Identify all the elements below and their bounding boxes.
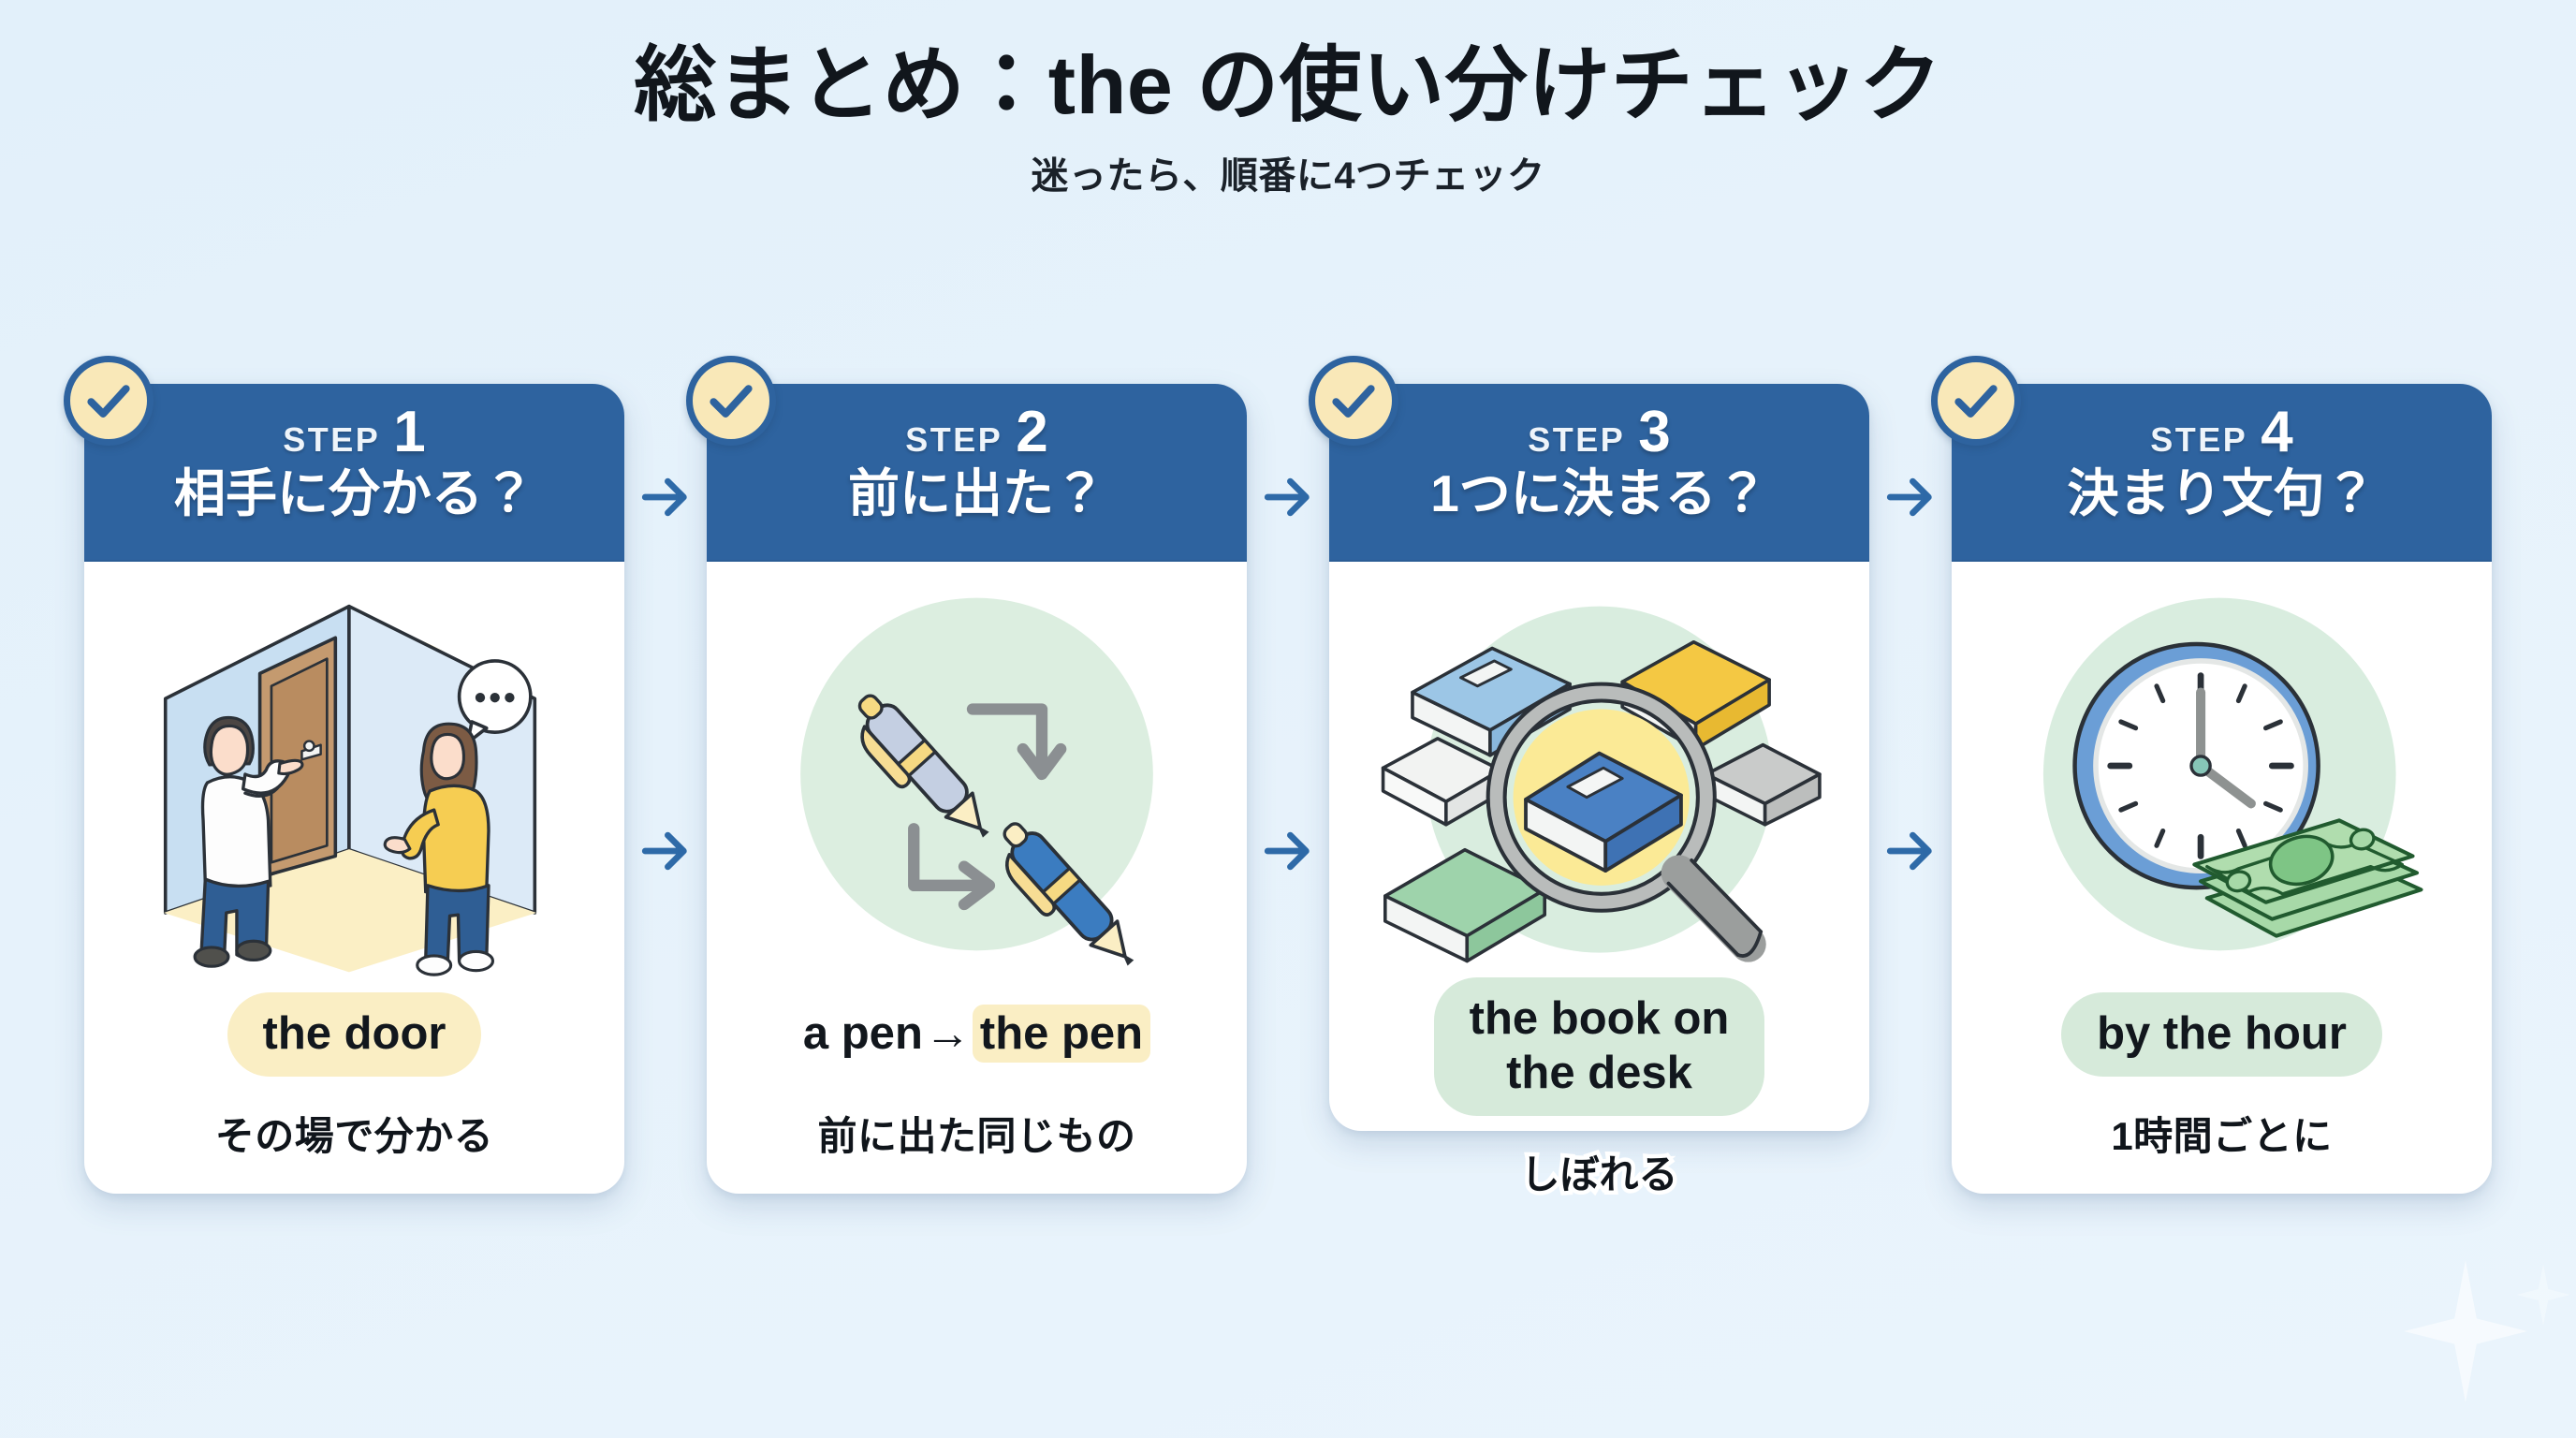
step-card-2[interactable]: STEP 2 前に出た？: [686, 356, 1247, 1194]
page-title: 総まとめ：the の使い分けチェック: [634, 38, 1942, 131]
step-card-1-header: STEP 1 相手に分かる？: [64, 356, 624, 562]
caption-2: 前に出た同じもの: [817, 1114, 1136, 1158]
arrow-right-icon: [1261, 470, 1315, 524]
illustration-clock-money: [1952, 562, 2492, 974]
step-card-4-step-line: STEP 4: [1972, 400, 2471, 464]
check-icon: [1931, 356, 2021, 446]
illustration-two-people-door-scene: [84, 562, 624, 976]
steps-row: STEP 1 相手に分かる？: [0, 356, 2576, 1357]
connector-2-3: [1247, 384, 1329, 1357]
arrow-right-icon: [638, 824, 693, 878]
connector-3-4: [1869, 384, 1952, 1357]
caption-4: 1時間ごとに: [2111, 1114, 2333, 1158]
connector-1-2: [624, 384, 707, 1357]
step-label: STEP: [2150, 420, 2248, 459]
step-card-3-question: 1つに決まる？: [1430, 464, 1768, 522]
check-icon: [1309, 356, 1398, 446]
step-card-4[interactable]: STEP 4 決まり文句？: [1931, 356, 2492, 1194]
step-label: STEP: [283, 420, 381, 459]
example-phrase-1-wrap: the door: [84, 974, 624, 1092]
caption-1: その場で分かる: [214, 1114, 494, 1158]
step-card-2-header: STEP 2 前に出た？: [686, 356, 1247, 562]
step-number: 3: [1638, 400, 1671, 464]
caption-3: しぼれる: [1516, 1148, 1682, 1200]
step-card-2-question: 前に出た？: [847, 464, 1105, 522]
check-icon: [64, 356, 154, 446]
step-card-4-question: 決まり文句？: [2067, 464, 2377, 522]
page-header: 総まとめ：the の使い分けチェック 迷ったら、順番に4つチェック: [0, 0, 2576, 199]
step-card-1-question: 相手に分かる？: [173, 464, 534, 522]
check-icon: [686, 356, 776, 446]
step-number: 1: [393, 400, 426, 464]
step-label: STEP: [905, 420, 1003, 459]
arrow-right-icon: [638, 470, 693, 524]
example-phrase-4-wrap: by the hour: [1952, 974, 2492, 1092]
page-subtitle: 迷ったら、順番に4つチェック: [1031, 154, 1545, 197]
step-card-slot-2: STEP 2 前に出た？: [686, 356, 1247, 1194]
example-phrase-4: by the hour: [2061, 992, 2382, 1077]
example-prefix: a pen: [802, 1008, 923, 1060]
example-phrase-1: the door: [227, 992, 482, 1077]
example-phrase-3: the book on the desk: [1433, 977, 1765, 1116]
step-card-slot-4: STEP 4 決まり文句？: [1931, 356, 2492, 1194]
arrow-right-icon: [1883, 470, 1938, 524]
arrow-glyph: →: [924, 1008, 971, 1060]
example-phrase-2-wrap: a pen→the pen: [707, 974, 1247, 1092]
step-card-1[interactable]: STEP 1 相手に分かる？: [64, 356, 624, 1194]
step-card-slot-3: STEP 3 1つに決まる？: [1309, 356, 1869, 1200]
example-line-1: the book on: [1469, 993, 1730, 1044]
step-number: 2: [1016, 400, 1048, 464]
step-card-1-step-line: STEP 1: [105, 400, 604, 464]
step-card-3-step-line: STEP 3: [1350, 400, 1849, 464]
arrow-right-icon: [1261, 824, 1315, 878]
step-card-2-step-line: STEP 2: [727, 400, 1226, 464]
arrow-right-icon: [1883, 824, 1938, 878]
step-number: 4: [2261, 400, 2293, 464]
illustration-books-magnifier: [1329, 562, 1869, 974]
example-phrase-3-wrap: the book on the desk: [1329, 974, 1869, 1116]
step-card-slot-1: STEP 1 相手に分かる？: [64, 356, 624, 1194]
step-label: STEP: [1528, 420, 1626, 459]
example-highlight: the pen: [972, 1005, 1151, 1064]
example-phrase-2: a pen→the pen: [802, 992, 1151, 1077]
step-card-3[interactable]: STEP 3 1つに決まる？: [1309, 356, 1869, 1200]
example-line-2: the desk: [1506, 1047, 1692, 1098]
step-card-3-header: STEP 3 1つに決まる？: [1309, 356, 1869, 562]
step-card-4-header: STEP 4 決まり文句？: [1931, 356, 2492, 562]
illustration-two-pens-cycle: [707, 562, 1247, 974]
